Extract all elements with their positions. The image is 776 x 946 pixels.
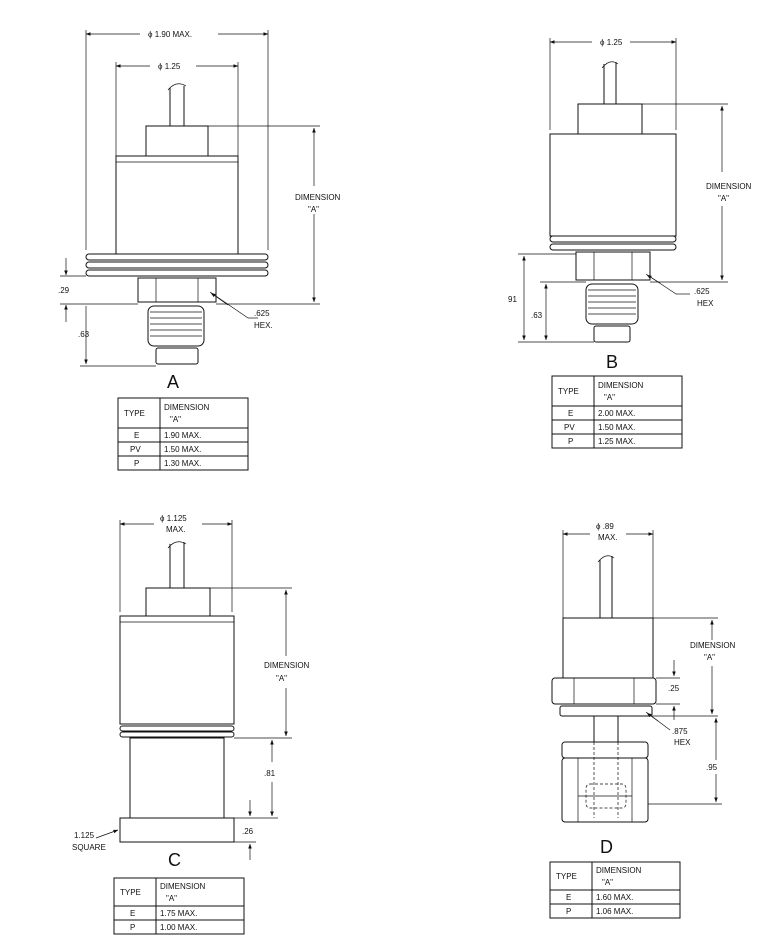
view-d-drawing [551, 530, 722, 823]
table-head-dim-a: "A" [604, 393, 615, 402]
table-cell-dim: 2.00 MAX. [598, 409, 635, 418]
table-head-dim-a: "A" [602, 878, 613, 887]
table-cell-type: P [566, 907, 571, 916]
view-d-labels: ϕ .89 MAX. DIMENSION "A" .25 .95 .875 HE… [596, 522, 736, 857]
table-head-type: TYPE [558, 387, 579, 396]
dim-top-max-d: MAX. [598, 533, 618, 542]
hex-label-a: HEX. [254, 321, 273, 330]
hex-size-b: .625 [694, 287, 710, 296]
table-head-dim: DIMENSION [160, 882, 206, 891]
dim-top-diameter-d: ϕ .89 [596, 522, 614, 531]
dim-63-b: .63 [531, 311, 543, 320]
square-size-c: 1.125 [74, 831, 95, 840]
table-head-type: TYPE [124, 409, 145, 418]
table-cell-dim: 1.60 MAX. [596, 893, 633, 902]
dim-81-c: .81 [264, 769, 276, 778]
table-head-type: TYPE [556, 872, 577, 881]
table-cell-type: PV [130, 445, 141, 454]
view-b-drawing [518, 38, 728, 343]
table-cell-dim: 1.30 MAX. [164, 459, 201, 468]
dim-25-d: .25 [668, 684, 680, 693]
table-cell-type: P [568, 437, 573, 446]
view-letter-b: B [606, 352, 618, 372]
dim-a-quote-c: "A" [276, 674, 287, 683]
table-cell-dim: 1.75 MAX. [160, 909, 197, 918]
view-a-labels: ϕ 1.90 MAX. ϕ 1.25 DIMENSION "A" .29 .63… [58, 30, 341, 392]
table-c: TYPE DIMENSION "A" E 1.75 MAX. P 1.00 MA… [113, 877, 245, 935]
view-a-drawing [60, 30, 320, 367]
table-head-dim: DIMENSION [164, 403, 210, 412]
dim-29-a: .29 [58, 286, 70, 295]
table-head-type: TYPE [120, 888, 141, 897]
hex-size-d: .875 [672, 727, 688, 736]
view-letter-a: A [167, 372, 179, 392]
table-a: TYPE DIMENSION "A" E 1.90 MAX. PV 1.50 M… [117, 397, 249, 471]
dim-a-label-d: DIMENSION [690, 641, 736, 650]
hex-label-b: HEX [697, 299, 714, 308]
table-cell-type: E [130, 909, 135, 918]
table-cell-type: PV [564, 423, 575, 432]
dim-91-b: 91 [508, 295, 517, 304]
dim-top-max-c: MAX. [166, 525, 186, 534]
square-label-c: SQUARE [72, 843, 106, 852]
view-b-labels: ϕ 1.25 DIMENSION "A" 91 .63 .625 HEX B [508, 38, 752, 372]
dim-top-diameter-c: ϕ 1.125 [160, 514, 187, 523]
dim-a-quote-a: "A" [308, 205, 319, 214]
table-cell-dim: 1.25 MAX. [598, 437, 635, 446]
dim-a-quote-d: "A" [704, 653, 715, 662]
view-c-labels: ϕ 1.125 MAX. DIMENSION "A" .81 .26 1.125… [72, 514, 310, 870]
table-head-dim: DIMENSION [598, 381, 644, 390]
table-cell-type: E [566, 893, 571, 902]
hex-size-a: .625 [254, 309, 270, 318]
table-cell-dim: 1.06 MAX. [596, 907, 633, 916]
table-cell-dim: 1.00 MAX. [160, 923, 197, 932]
view-letter-c: C [168, 850, 181, 870]
dim-a-label-a: DIMENSION [295, 193, 341, 202]
table-head-dim: DIMENSION [596, 866, 642, 875]
table-head-dim-a: "A" [166, 894, 177, 903]
dim-63-a: .63 [78, 330, 90, 339]
table-cell-type: E [568, 409, 573, 418]
dim-95-d: .95 [706, 763, 718, 772]
table-cell-dim: 1.90 MAX. [164, 431, 201, 440]
dim-outer-diameter-a: ϕ 1.90 MAX. [148, 30, 192, 39]
hex-label-d: HEX [674, 738, 691, 747]
table-cell-type: P [134, 459, 139, 468]
dim-a-quote-b: "A" [718, 194, 729, 203]
table-cell-type: P [130, 923, 135, 932]
view-c-drawing [95, 520, 292, 860]
table-cell-type: E [134, 431, 139, 440]
dim-a-label-b: DIMENSION [706, 182, 752, 191]
dim-a-label-c: DIMENSION [264, 661, 310, 670]
table-cell-dim: 1.50 MAX. [164, 445, 201, 454]
dim-inner-diameter-a: ϕ 1.25 [158, 62, 181, 71]
table-b: TYPE DIMENSION "A" E 2.00 MAX. PV 1.50 M… [551, 375, 683, 449]
table-d: TYPE DIMENSION "A" E 1.60 MAX. P 1.06 MA… [549, 861, 681, 919]
table-head-dim-a: "A" [170, 415, 181, 424]
dim-26-c: .26 [242, 827, 254, 836]
view-letter-d: D [600, 837, 613, 857]
dim-top-diameter-b: ϕ 1.25 [600, 38, 623, 47]
table-cell-dim: 1.50 MAX. [598, 423, 635, 432]
